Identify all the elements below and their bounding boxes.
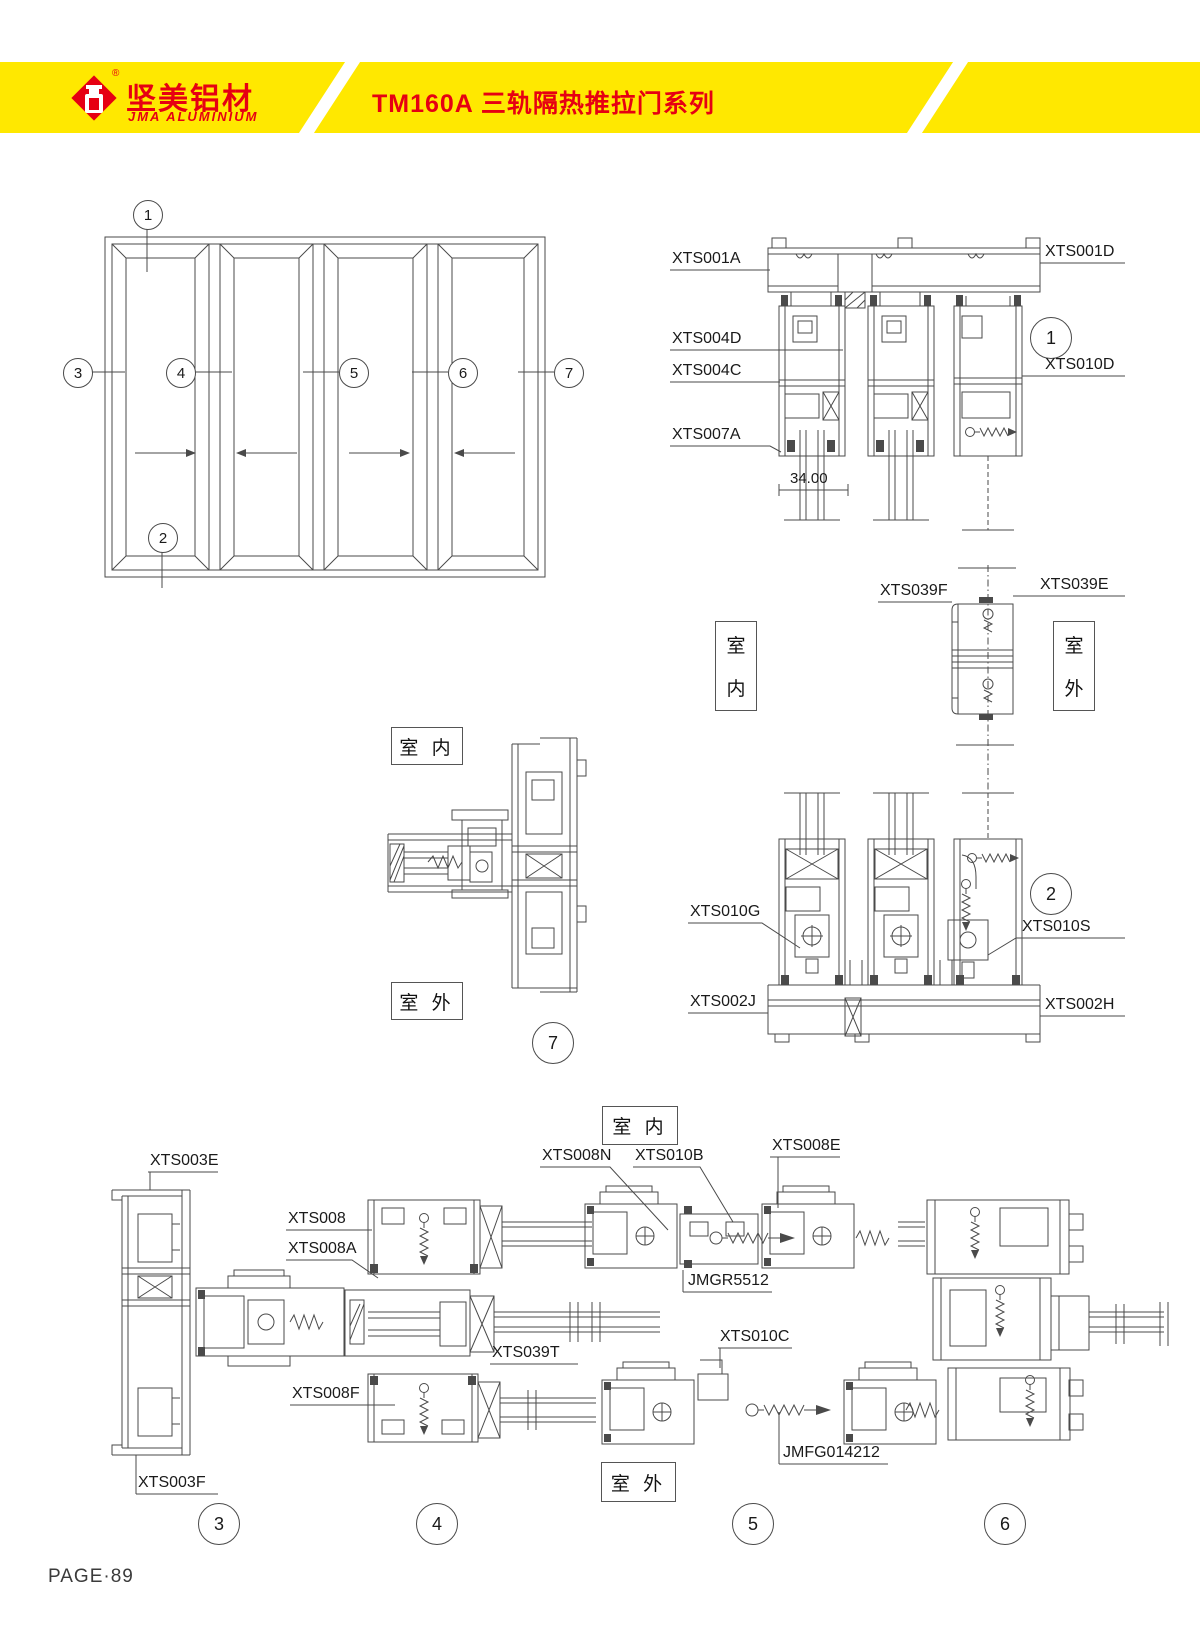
elevation-callout-4: 4 — [166, 358, 196, 388]
brand-logo-icon — [71, 75, 117, 121]
part-label-xts001a: XTS001A — [672, 250, 741, 267]
room-box-outdoor-mid: 室 外 — [1053, 621, 1095, 711]
bottom-assembly-drawing — [111, 1156, 1169, 1495]
part-label-xts039f: XTS039F — [880, 582, 948, 599]
page-number: PAGE·89 — [48, 1566, 134, 1587]
part-label-xts008f: XTS008F — [292, 1385, 360, 1402]
brand-name-cn: 坚美铝材 — [126, 83, 254, 116]
room-box-outdoor-bottom: 室 外 — [601, 1462, 676, 1502]
part-label-xts008: XTS008 — [288, 1210, 346, 1227]
part-label-xts002h: XTS002H — [1045, 996, 1115, 1013]
elevation-callout-7: 7 — [554, 358, 584, 388]
elevation-callout-3: 3 — [63, 358, 93, 388]
section-callout-2: 2 — [1030, 873, 1072, 915]
part-label-xts008a: XTS008A — [288, 1240, 357, 1257]
part-label-xts010g: XTS010G — [690, 903, 761, 920]
part-label-xts007a: XTS007A — [672, 426, 741, 443]
part-label-xts010s: XTS010S — [1022, 918, 1091, 935]
detail7-drawing — [387, 737, 587, 993]
part-label-xts001d: XTS001D — [1045, 243, 1115, 260]
part-label-xts008n: XTS008N — [542, 1147, 612, 1164]
elevation-callout-2: 2 — [148, 523, 178, 553]
page-title: TM160A 三轨隔热推拉门系列 — [372, 90, 715, 118]
section-callout-5: 5 — [732, 1503, 774, 1545]
room-box-outdoor-d7: 室 外 — [391, 982, 463, 1020]
room-box-indoor-bottom: 室 内 — [602, 1106, 678, 1145]
elevation-callout-5: 5 — [339, 358, 369, 388]
part-label-xts010b: XTS010B — [635, 1147, 704, 1164]
section-callout-1: 1 — [1030, 317, 1072, 359]
detail1-drawing — [670, 237, 1125, 531]
brand-name-en: JMA ALUMINIUM — [128, 109, 259, 124]
elevation-callout-1: 1 — [133, 200, 163, 230]
detail2-drawing — [688, 792, 1125, 1043]
dimension-34: 34.00 — [790, 470, 828, 487]
section-callout-7: 7 — [532, 1022, 574, 1064]
elevation-callout-6: 6 — [448, 358, 478, 388]
part-label-xts010c: XTS010C — [720, 1328, 790, 1345]
header-band — [0, 62, 1200, 133]
part-label-xts010d: XTS010D — [1045, 356, 1115, 373]
part-label-jmgr5512: JMGR5512 — [688, 1272, 769, 1289]
room-char: 室 — [726, 636, 746, 657]
registered-mark: ® — [112, 68, 120, 79]
room-box-indoor-d7: 室 内 — [391, 727, 463, 765]
section-callout-4: 4 — [416, 1503, 458, 1545]
part-label-xts003f: XTS003F — [138, 1474, 206, 1491]
part-label-jmfg014212: JMFG014212 — [783, 1444, 880, 1461]
room-box-indoor-mid: 室 内 — [715, 621, 757, 711]
room-char: 室 — [1064, 636, 1084, 657]
room-char: 外 — [1064, 679, 1084, 700]
part-label-xts039e: XTS039E — [1040, 576, 1109, 593]
room-char: 内 — [726, 679, 746, 700]
elevation-drawing — [91, 228, 554, 588]
part-label-xts008e: XTS008E — [772, 1137, 841, 1154]
connector-drawing — [878, 565, 1125, 792]
part-label-xts039t: XTS039T — [492, 1344, 560, 1361]
section-callout-6: 6 — [984, 1503, 1026, 1545]
part-label-xts004c: XTS004C — [672, 362, 742, 379]
section-callout-3: 3 — [198, 1503, 240, 1545]
part-label-xts002j: XTS002J — [690, 993, 756, 1010]
part-label-xts003e: XTS003E — [150, 1152, 219, 1169]
part-label-xts004d: XTS004D — [672, 330, 742, 347]
